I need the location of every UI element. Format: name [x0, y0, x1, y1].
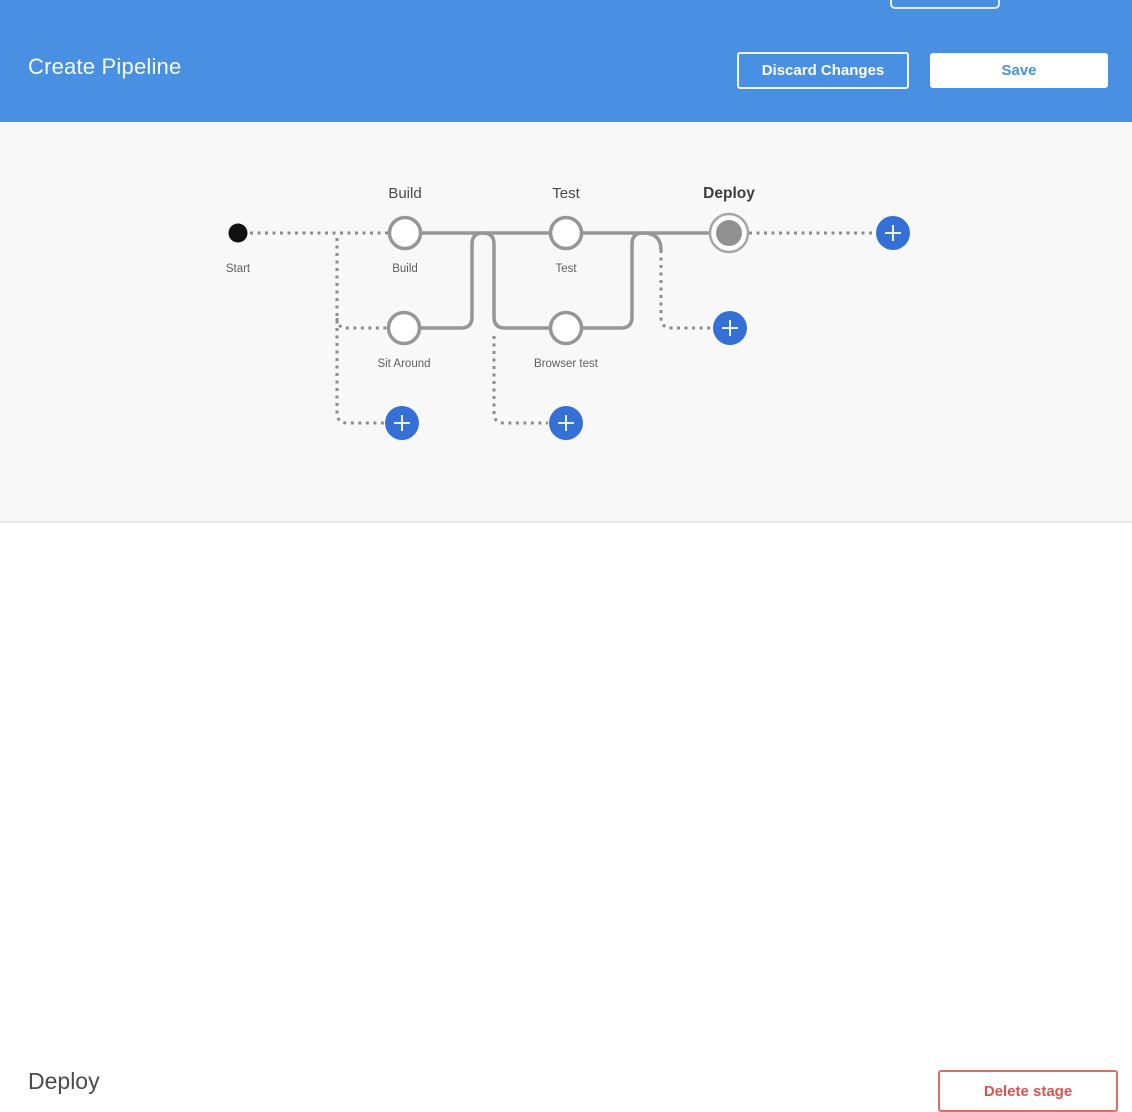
discard-changes-button[interactable]: Discard Changes — [737, 52, 909, 89]
node-label-browser-test: Browser test — [534, 358, 599, 370]
node-sit-around[interactable] — [386, 310, 422, 346]
node-deploy-selected[interactable] — [708, 212, 750, 254]
add-parallel-test-button[interactable] — [549, 406, 583, 440]
node-test[interactable] — [548, 215, 584, 251]
edge-fork-build-column — [335, 238, 384, 425]
start-node-label: Start — [226, 263, 251, 275]
top-cutoff-button[interactable] — [890, 0, 1000, 9]
add-stage-button[interactable] — [876, 216, 910, 250]
node-label-build: Build — [392, 263, 418, 275]
edge-fork-deploy-column — [659, 250, 712, 330]
edge-browser-test-join — [582, 231, 644, 330]
add-parallel-deploy-button[interactable] — [713, 311, 747, 345]
node-build[interactable] — [387, 215, 423, 251]
node-browser-test[interactable] — [548, 310, 584, 346]
edge-to-sit-around — [335, 317, 387, 330]
stage-detail-panel: Deploy Delete stage — [0, 523, 1132, 1112]
page-title: Create Pipeline — [28, 54, 182, 79]
node-label-sit-around: Sit Around — [377, 358, 430, 370]
save-button[interactable]: Save — [930, 53, 1108, 88]
edge-deploy-fork-shoulder — [642, 231, 663, 251]
add-parallel-build-button[interactable] — [385, 406, 419, 440]
stage-title-test: Test — [552, 185, 580, 202]
stage-panel-title: Deploy — [28, 1068, 100, 1094]
stage-title-build: Build — [388, 185, 421, 202]
stage-title-deploy: Deploy — [703, 185, 755, 202]
edge-fork-test-column — [492, 336, 548, 425]
pipeline-graph-canvas: Start Build Build Sit Around Test Test B… — [0, 122, 1132, 523]
edge-browser-test-fork — [482, 231, 550, 330]
editor-header: Create Pipeline Discard Changes Save — [0, 0, 1132, 122]
start-node — [228, 223, 248, 243]
delete-stage-button[interactable]: Delete stage — [938, 1070, 1118, 1112]
pipeline-graph: Start Build Build Sit Around Test Test B… — [226, 185, 910, 440]
node-label-test: Test — [555, 263, 577, 275]
edge-sit-around-join — [420, 231, 484, 330]
